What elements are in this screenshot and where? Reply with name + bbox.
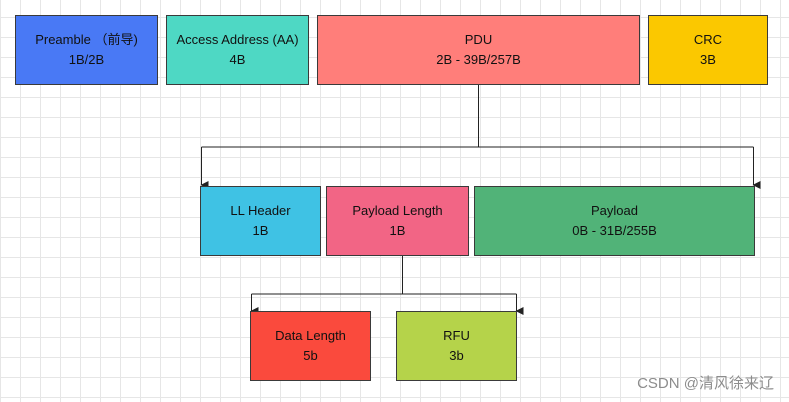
- payload-length-box: Payload Length 1B: [326, 186, 469, 256]
- data-length-box: Data Length 5b: [250, 311, 371, 381]
- crc-size: 3B: [700, 52, 716, 67]
- preamble-size: 1B/2B: [68, 52, 105, 67]
- preamble-label: Preamble （前导): [35, 32, 138, 47]
- rfu-box: RFU 3b: [396, 311, 517, 381]
- pdu-label: PDU: [464, 32, 493, 47]
- payload-label: Payload: [591, 203, 638, 218]
- crc-label: CRC: [693, 32, 723, 47]
- data-length-label: Data Length: [275, 328, 346, 343]
- ll-header-box: LL Header 1B: [200, 186, 321, 256]
- pdu-size: 2B - 39B/257B: [436, 52, 521, 67]
- payload-size: 0B - 31B/255B: [572, 223, 657, 238]
- access-address-box: Access Address (AA) 4B: [166, 15, 309, 85]
- payload-length-size: 1B: [389, 223, 406, 238]
- rfu-label: RFU: [443, 328, 470, 343]
- preamble-box: Preamble （前导) 1B/2B: [15, 15, 158, 85]
- crc-box: CRC 3B: [648, 15, 768, 85]
- ll-header-label: LL Header: [230, 203, 291, 218]
- access-address-size: 4B: [229, 52, 246, 67]
- access-address-label: Access Address (AA): [176, 32, 299, 47]
- rfu-size: 3b: [449, 348, 464, 363]
- csdn-watermark: CSDN @清风徐来辽: [637, 375, 774, 392]
- data-length-size: 5b: [303, 348, 318, 363]
- ll-header-size: 1B: [252, 223, 269, 238]
- payload-box: Payload 0B - 31B/255B: [474, 186, 755, 256]
- payload-length-label: Payload Length: [352, 203, 443, 218]
- pdu-box: PDU 2B - 39B/257B: [317, 15, 640, 85]
